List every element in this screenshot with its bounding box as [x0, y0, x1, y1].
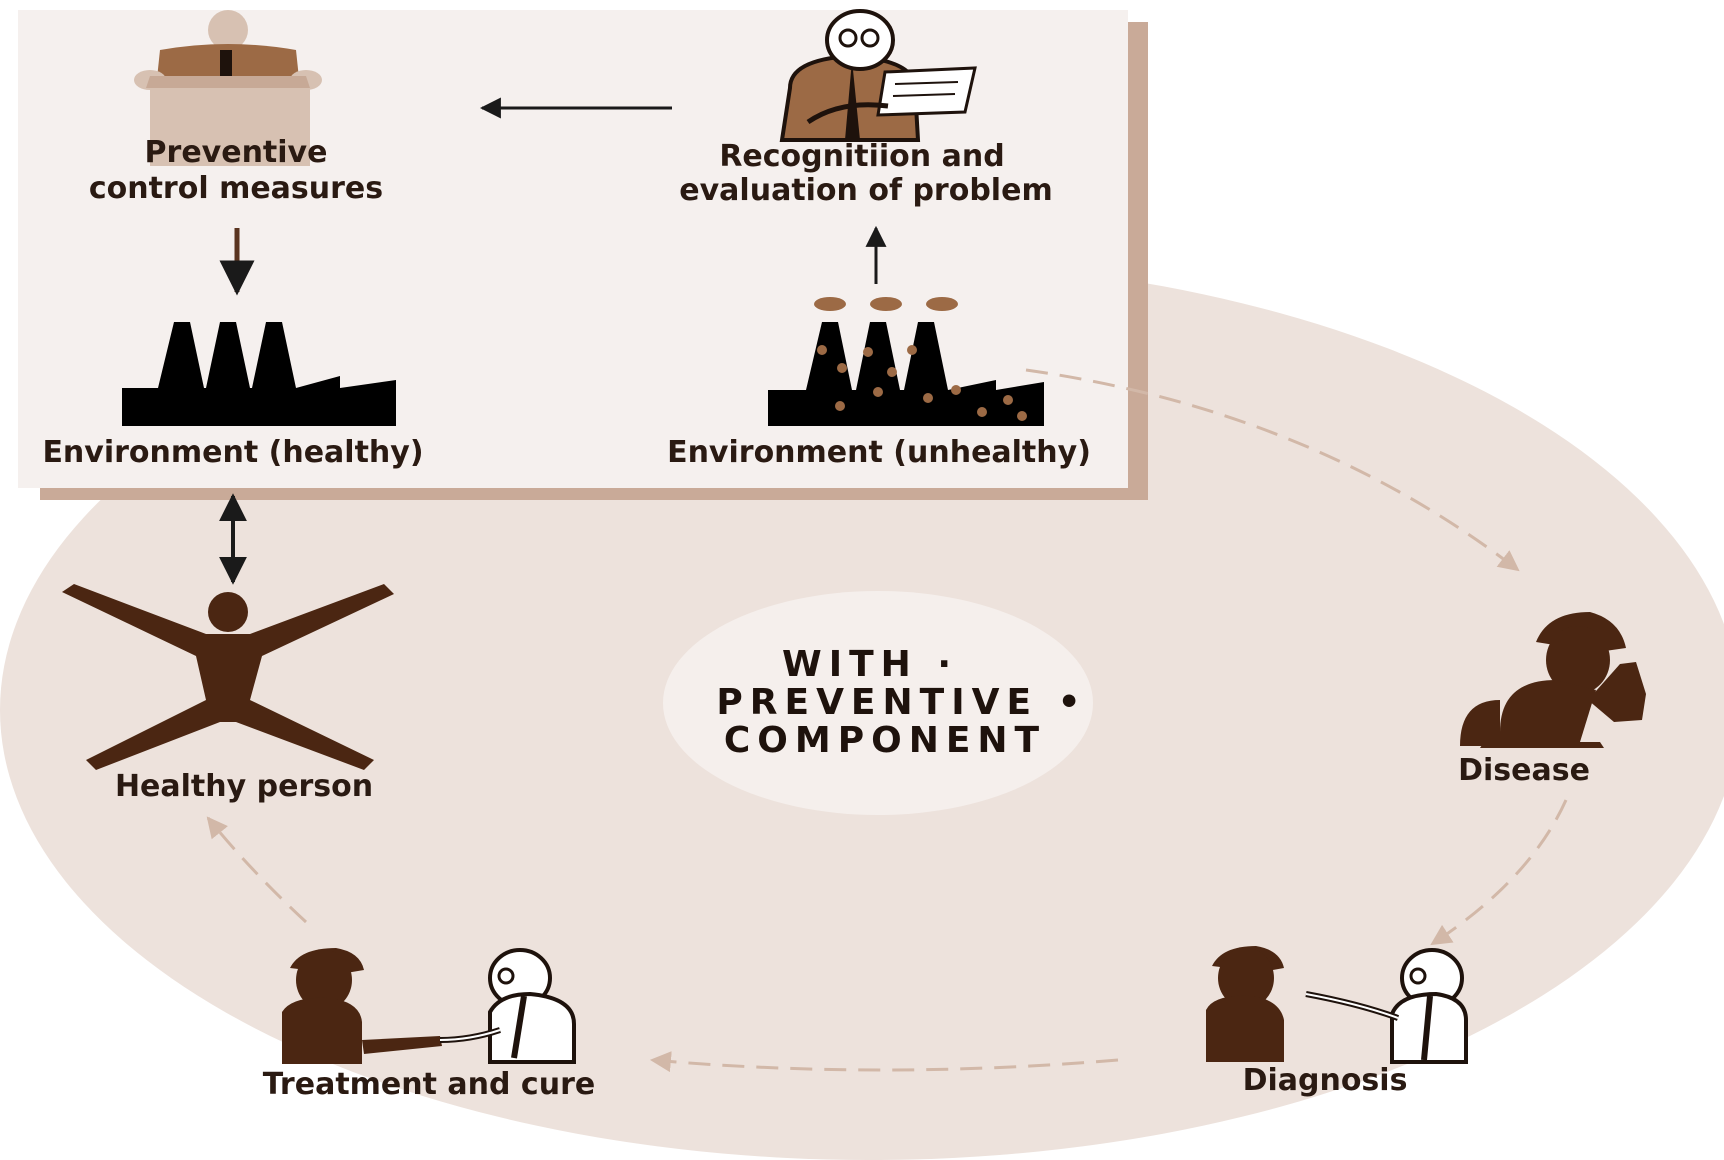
center-title-line1: WITH · — [782, 644, 958, 685]
label-preventive-line2: control measures — [88, 171, 384, 206]
label-environment-healthy: Environment (healthy) — [42, 435, 424, 470]
label-disease: Disease — [1458, 753, 1590, 788]
center-title-line3: COMPONENT — [723, 720, 1047, 761]
inspector-with-clipboard-icon — [779, 9, 977, 142]
clean-factory-icon — [122, 322, 396, 426]
healthy-person-icon — [62, 584, 394, 770]
label-treatment-and-cure: Treatment and cure — [262, 1067, 596, 1102]
label-preventive-line1: Preventive — [144, 135, 328, 170]
sick-person-icon — [1460, 612, 1646, 748]
label-recognition-line1: Recognitiion and — [719, 139, 1005, 174]
dashed-arrow-disease-to-diagnosis — [1430, 799, 1568, 946]
center-circle — [663, 591, 1093, 815]
doctor-patient-handshake-icon — [282, 948, 576, 1064]
label-diagnosis: Diagnosis — [1242, 1063, 1408, 1098]
speaker-at-podium-icon — [134, 10, 322, 166]
dashed-arrow-env-to-disease — [1025, 368, 1520, 572]
dashed-arrow-treatment-to-healthy — [206, 816, 308, 924]
label-recognition-line2: evaluation of problem — [679, 173, 1053, 208]
label-healthy-person: Healthy person — [114, 769, 374, 804]
polluting-factory-icon — [768, 297, 1044, 426]
center-title-line2: PREVENTIVE • — [716, 682, 1088, 723]
doctor-patient-diagnosis-icon — [1206, 946, 1468, 1064]
label-environment-unhealthy: Environment (unhealthy) — [667, 435, 1091, 470]
